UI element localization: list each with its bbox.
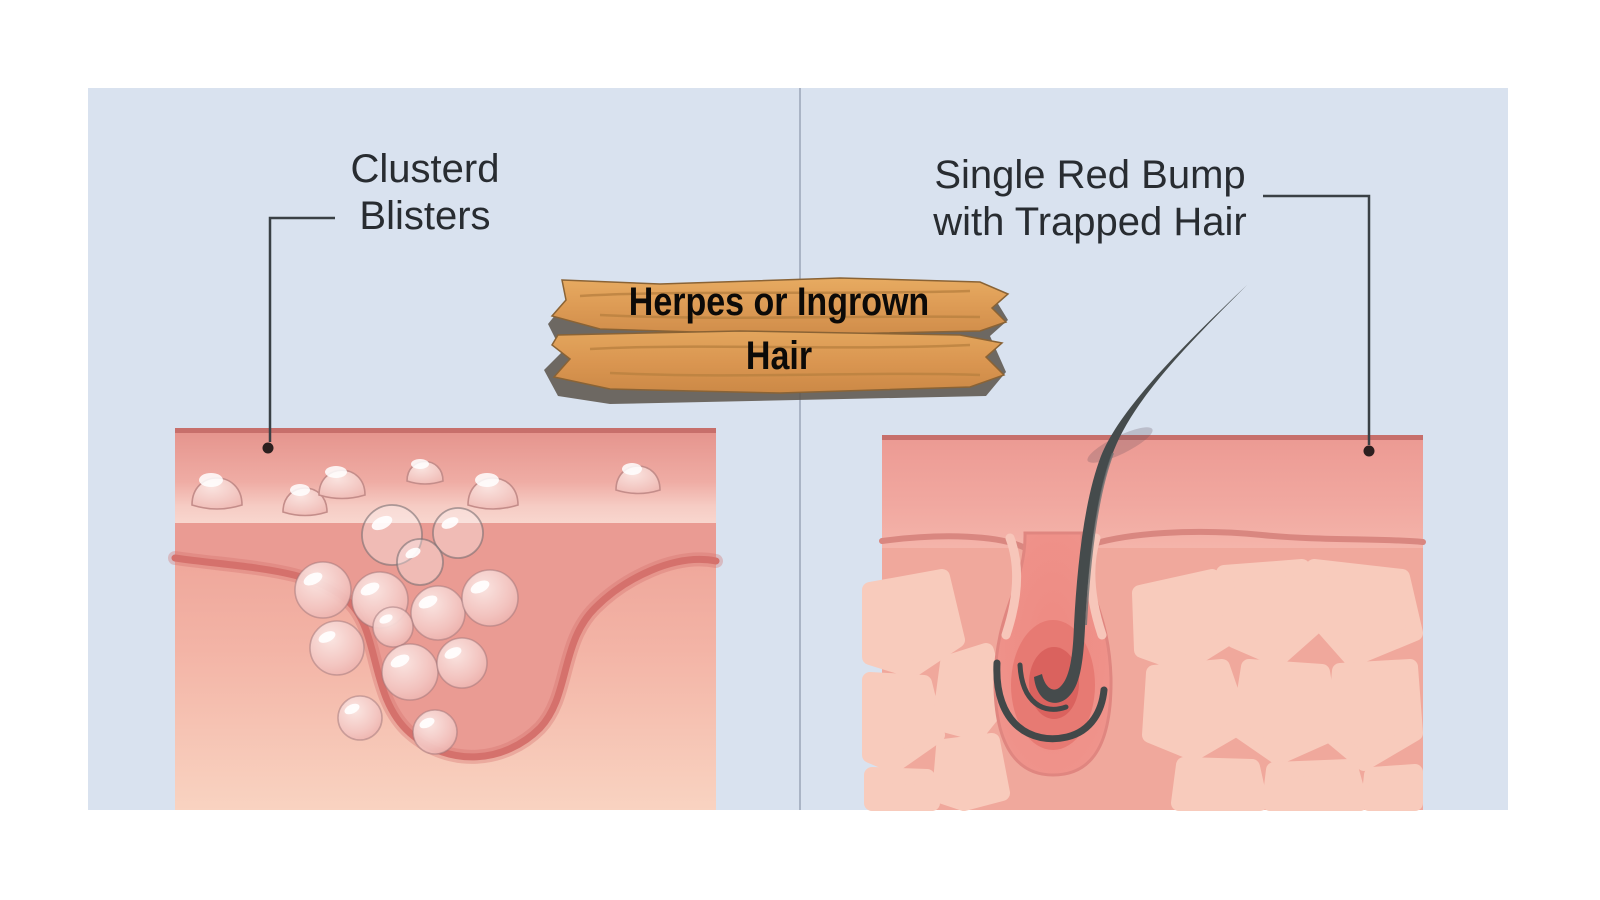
tissue-cell xyxy=(1142,659,1250,761)
label-line: with Trapped Hair xyxy=(933,200,1247,244)
clustered-blister-bubbles xyxy=(294,504,519,755)
blister-bubble xyxy=(412,709,458,755)
blister-bubble xyxy=(381,643,439,701)
epidermis-boundary-right xyxy=(1076,528,1426,552)
follicle-collar-left xyxy=(1001,533,1022,640)
blister-bubble xyxy=(396,538,444,586)
blister-bubble xyxy=(461,569,519,627)
wood-planks xyxy=(544,277,1010,404)
blister-bubble xyxy=(309,620,365,676)
blister-bubble xyxy=(372,606,414,648)
label-line: Blisters xyxy=(359,194,491,238)
tissue-cell xyxy=(1326,659,1423,771)
wooden-title-sign: Herpes or Ingrown Hair xyxy=(540,270,1018,408)
blister-bubble xyxy=(294,561,352,619)
tissue-cells xyxy=(862,559,1423,811)
center-divider-line xyxy=(799,88,801,810)
hair-curl-crescent xyxy=(993,659,1108,743)
dome-highlights xyxy=(199,459,642,496)
blister-dome xyxy=(318,469,366,500)
tissue-cell xyxy=(864,767,940,811)
bubble-highlights xyxy=(303,515,490,729)
tissue-cell xyxy=(932,643,1009,741)
epidermis-band xyxy=(882,438,1423,548)
wood-grain-streaks xyxy=(579,289,981,377)
hair-highlight xyxy=(1085,452,1114,626)
tissue-cell xyxy=(862,672,945,773)
skin-surface-edge xyxy=(882,435,1423,440)
sign-title-line2: Hair xyxy=(745,334,813,378)
tissue-cell xyxy=(1361,764,1423,811)
skin-surface-edge xyxy=(175,428,716,433)
blister-bubble xyxy=(436,637,488,689)
tissue-cell xyxy=(932,733,1010,811)
skin-cross-section-ingrown-hair xyxy=(862,285,1426,811)
tissue-cell xyxy=(862,569,965,678)
label-single-red-bump: Single Red Bump with Trapped Hair xyxy=(910,152,1270,246)
tissue-cell xyxy=(1231,659,1340,765)
dermis-pocket xyxy=(175,523,716,757)
label-line: Single Red Bump xyxy=(934,153,1246,197)
label-clustered-blisters: Clusterd Blisters xyxy=(300,146,550,240)
tissue-cell xyxy=(1171,757,1268,811)
label-line: Clusterd xyxy=(350,147,500,191)
sign-title-line1: Herpes or Ingrown xyxy=(628,280,930,324)
follicle-collar-right xyxy=(1086,533,1107,640)
tissue-cell xyxy=(1306,559,1423,667)
skin-cross-section-clustered-blisters xyxy=(168,428,723,810)
tissue-cell xyxy=(1216,559,1330,667)
tissue-cell xyxy=(1262,759,1368,811)
follicle-core xyxy=(1029,647,1079,719)
blister-bubble xyxy=(337,695,383,741)
blister-bubble xyxy=(410,585,466,641)
tissue-cell xyxy=(1132,569,1240,673)
hair-curl-crescent-inner xyxy=(1017,662,1069,712)
blister-dome xyxy=(282,487,328,517)
